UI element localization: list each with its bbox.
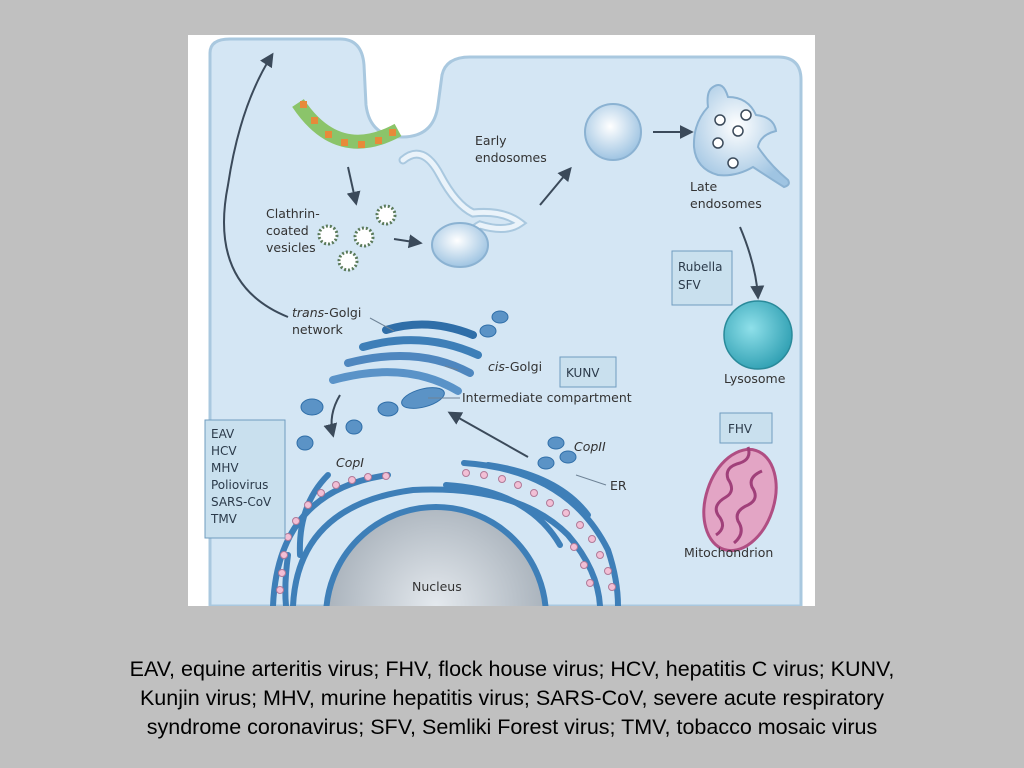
svg-text:MHV: MHV: [211, 461, 239, 475]
clathrin-label-2: coated: [266, 223, 309, 238]
cell-diagram: Rubella SFV KUNV FHV EAV HCV MHV Poliovi…: [188, 35, 815, 606]
cell-membrane: [208, 37, 803, 606]
trans-golgi-label: trans-Golgi: [292, 305, 361, 320]
early-endosomes-label-2: endosomes: [475, 150, 547, 165]
mitochondrion: [702, 446, 778, 553]
copii-label: CopII: [574, 439, 606, 454]
svg-text:SARS-CoV: SARS-CoV: [211, 495, 272, 509]
vesicle-to-endosome-arrow: [393, 234, 423, 249]
nucleus: [323, 504, 549, 606]
early-endosome: [584, 103, 642, 161]
trans-golgi-to-membrane-arrow: [223, 52, 289, 318]
rubella-sfv-box: Rubella SFV: [671, 250, 733, 306]
er-label: ER: [610, 478, 627, 493]
er-to-golgi-arrow: [447, 411, 529, 458]
kunv-box: KUNV: [559, 356, 617, 388]
figure-caption: EAV, equine arteritis virus; FHV, flock …: [30, 655, 994, 742]
clathrin-coated-pit: [292, 98, 402, 149]
svg-text:KUNV: KUNV: [566, 366, 600, 380]
lysosome-label: Lysosome: [724, 371, 786, 386]
trans-golgi-network-label: network: [292, 322, 344, 337]
intermediate-compartment-label: Intermediate compartment: [462, 390, 632, 405]
late-endosomes-label-1: Late: [690, 179, 718, 194]
early-endosomes-label-1: Early: [475, 133, 507, 148]
lysosome: [723, 300, 793, 370]
pit-to-vesicle-arrow: [346, 166, 361, 206]
svg-text:SFV: SFV: [678, 278, 702, 292]
copi-label: CopI: [336, 455, 364, 470]
svg-text:Poliovirus: Poliovirus: [211, 478, 268, 492]
early-endosome-tubule: [398, 149, 528, 268]
cis-golgi-label: cis-Golgi: [488, 359, 542, 374]
clathrin-label-1: Clathrin-: [266, 206, 320, 221]
svg-text:TMV: TMV: [210, 512, 238, 526]
label-leader-lines: [369, 317, 607, 486]
svg-text:Rubella: Rubella: [678, 260, 722, 274]
clathrin-label-3: vesicles: [266, 240, 316, 255]
svg-text:FHV: FHV: [728, 422, 753, 436]
caption-line: EAV, equine arteritis virus; FHV, flock …: [129, 657, 895, 681]
mitochondrion-label: Mitochondrion: [684, 545, 773, 560]
fhv-box: FHV: [719, 412, 773, 444]
late-to-lysosome-arrow: [739, 226, 765, 300]
copi-arrow: [323, 394, 341, 438]
golgi-vesicles: [296, 310, 577, 470]
ribosomes: [276, 469, 616, 594]
nucleus-label: Nucleus: [412, 579, 462, 594]
endoplasmic-reticulum: [270, 460, 621, 606]
late-endosomes-label-2: endosomes: [690, 196, 762, 211]
clathrin-coated-vesicles: [317, 204, 397, 272]
tubule-to-early-endosome-arrow: [539, 166, 572, 206]
caption-line: syndrome coronavirus; SFV, Semliki Fores…: [146, 715, 878, 739]
caption-line: Kunjin virus; MHV, murine hepatitis viru…: [139, 686, 885, 710]
golgi-apparatus: [329, 320, 482, 395]
svg-text:HCV: HCV: [211, 444, 237, 458]
late-endosome: [692, 84, 790, 189]
svg-text:EAV: EAV: [211, 427, 235, 441]
eav-hcv-mhv-box: EAV HCV MHV Poliovirus SARS-CoV TMV: [204, 419, 286, 539]
